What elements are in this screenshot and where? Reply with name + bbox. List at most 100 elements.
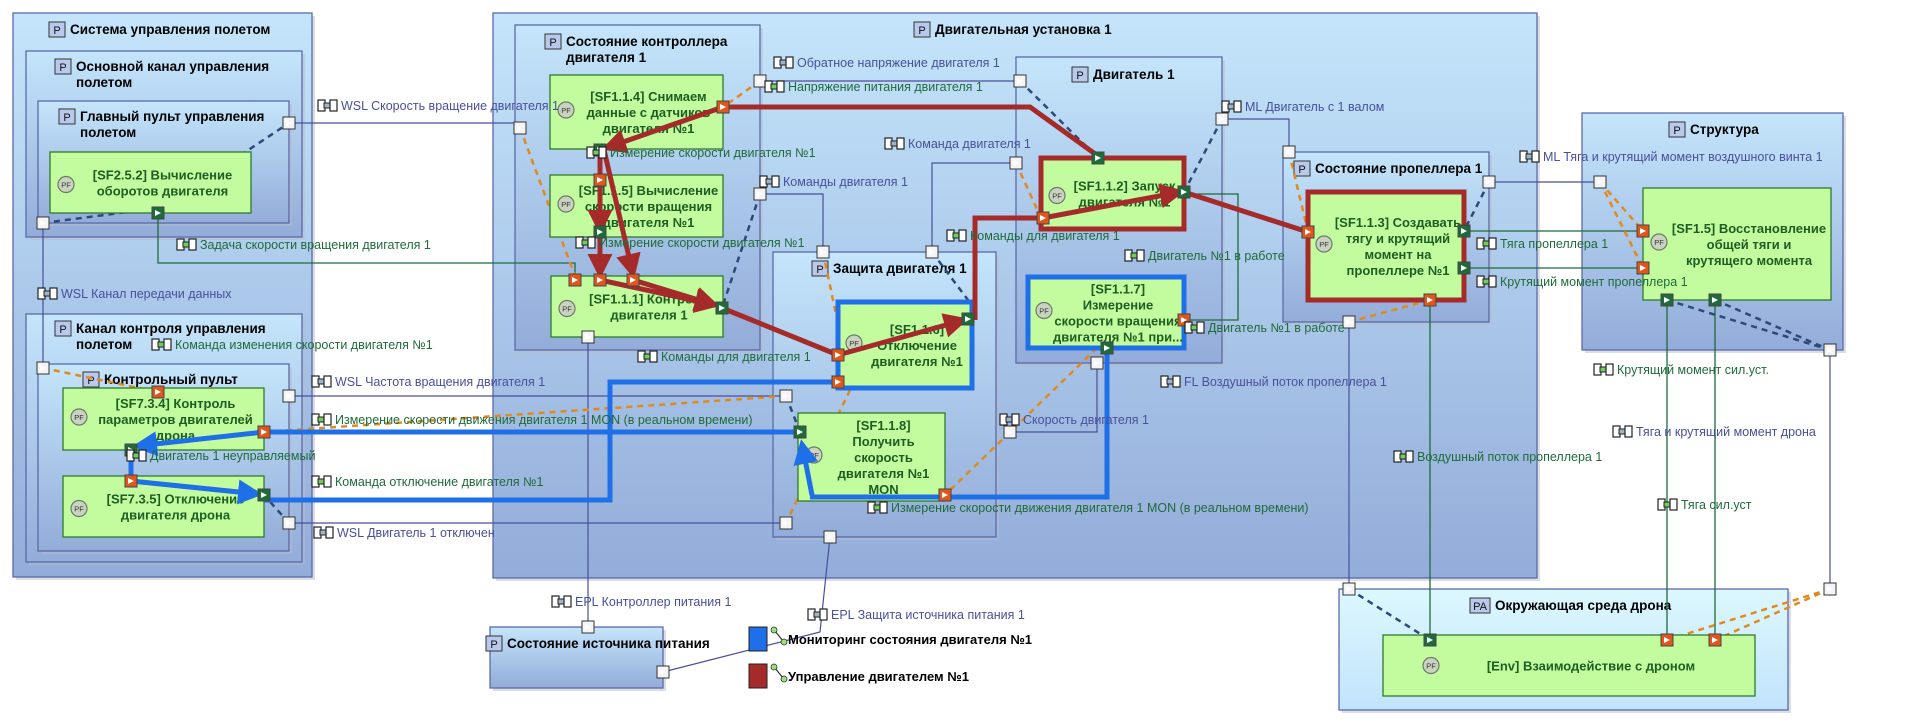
function-port[interactable] <box>257 425 271 439</box>
function-port[interactable] <box>593 273 607 287</box>
component-port[interactable] <box>1090 356 1104 370</box>
control-path-line[interactable] <box>1042 183 1185 221</box>
monitoring-path-line[interactable] <box>132 429 265 457</box>
component-exchange-label[interactable]: EPL Защита источника питания 1 <box>807 608 1025 622</box>
function-port[interactable] <box>1457 224 1471 238</box>
component-exchange-label[interactable]: WSL Канал передачи данных <box>37 287 232 301</box>
component-port[interactable] <box>779 389 793 403</box>
control-path-line[interactable] <box>601 149 641 279</box>
function-port[interactable] <box>1708 633 1722 647</box>
control-path-line[interactable] <box>1183 189 1309 235</box>
functional-exchange-label[interactable]: Крутящий момент пропеллера 1 <box>1476 275 1688 289</box>
component-exchange-label[interactable]: Тяга и крутящий момент дрона <box>1612 425 1816 439</box>
function-port[interactable] <box>568 273 582 287</box>
allocation-dashed-line[interactable] <box>1348 587 1431 642</box>
monitoring-path-line[interactable] <box>953 348 1110 500</box>
functional-exchange-label[interactable]: Двигатель 1 неуправляемый <box>126 449 315 463</box>
control-path-line[interactable] <box>721 305 839 358</box>
component-port[interactable] <box>1482 175 1496 189</box>
function-port[interactable] <box>1660 293 1674 307</box>
connection-line[interactable] <box>1184 193 1239 321</box>
connection-line[interactable] <box>662 536 831 673</box>
allocation-dashed-line[interactable] <box>42 366 159 394</box>
component-port[interactable] <box>36 216 50 230</box>
function-port[interactable] <box>1660 633 1674 647</box>
connection-line[interactable] <box>1222 118 1290 152</box>
component-port[interactable] <box>1215 112 1229 126</box>
allocation-dashed-line[interactable] <box>1348 298 1431 324</box>
allocation-dashed-line[interactable] <box>1714 587 1831 642</box>
component-port[interactable] <box>1593 175 1607 189</box>
connection-line[interactable] <box>931 162 1016 252</box>
function-port[interactable] <box>793 425 807 439</box>
functional-exchange-label[interactable]: Измерение скорости движения двигателя 1 … <box>867 501 1309 515</box>
component-port[interactable] <box>823 530 837 544</box>
component-exchange-label[interactable]: Обратное напряжение двигателя 1 <box>773 56 1000 70</box>
function-port[interactable] <box>1457 261 1471 275</box>
component-port[interactable] <box>925 245 939 259</box>
allocation-dashed-line[interactable] <box>721 193 762 306</box>
component-exchange-label[interactable]: FL Воздушный поток пропеллера 1 <box>1160 375 1387 389</box>
allocation-dashed-line[interactable] <box>944 347 1098 496</box>
component-port[interactable] <box>1342 582 1356 596</box>
function-port[interactable] <box>1100 341 1114 355</box>
function-port[interactable] <box>1423 633 1437 647</box>
functional-exchange-label[interactable]: Команда изменения скорости двигателя №1 <box>151 338 433 352</box>
component-port[interactable] <box>36 361 50 375</box>
component-exchange-label[interactable]: WSL Скорость вращение двигателя 1 <box>317 99 559 113</box>
component-port[interactable] <box>1013 74 1027 88</box>
component-exchange-label[interactable]: EPL Контроллер питания 1 <box>551 595 732 609</box>
function-port[interactable] <box>593 173 607 187</box>
allocation-dashed-line[interactable] <box>1714 298 1831 352</box>
functional-exchange-label[interactable]: Задача скорости вращения двигателя 1 <box>176 238 431 252</box>
component-exchange-label[interactable]: WSL Частота вращения двигателя 1 <box>311 375 545 389</box>
function-port[interactable] <box>831 375 845 389</box>
component-exchange-label[interactable]: Команды двигателя 1 <box>759 175 908 189</box>
component-port[interactable] <box>581 620 595 634</box>
functional-exchange-label[interactable]: Измерение скорости движения двигателя 1 … <box>311 413 753 427</box>
component-port[interactable] <box>1342 315 1356 329</box>
component-port[interactable] <box>656 665 670 679</box>
allocation-dashed-line[interactable] <box>1287 151 1310 233</box>
monitoring-path-line[interactable] <box>264 379 838 503</box>
function-port[interactable] <box>1636 224 1650 238</box>
control-path-line[interactable] <box>972 215 1043 320</box>
function-port[interactable] <box>1636 261 1650 275</box>
control-path-line[interactable] <box>837 313 969 358</box>
functional-exchange-label[interactable]: Тяга пропеллера 1 <box>1476 237 1608 251</box>
monitoring-path-line[interactable] <box>793 439 819 496</box>
component-port[interactable] <box>282 116 296 130</box>
function-port[interactable] <box>938 488 952 502</box>
function-port[interactable] <box>1091 151 1105 165</box>
functional-exchange-label[interactable]: Команды для двигателя 1 <box>637 350 811 364</box>
function-port[interactable] <box>1708 293 1722 307</box>
allocation-dashed-line[interactable] <box>784 389 852 524</box>
functional-exchange-label[interactable]: Воздушный поток пропеллера 1 <box>1393 450 1602 464</box>
functional-exchange-label[interactable]: Команда отключение двигателя №1 <box>311 475 544 489</box>
function-port[interactable] <box>716 100 730 114</box>
functional-exchange-label[interactable]: Измерение скорости двигателя №1 <box>586 146 816 160</box>
function-port[interactable] <box>151 385 165 399</box>
component-port[interactable] <box>816 245 830 259</box>
component-port[interactable] <box>282 389 296 403</box>
functional-exchange-label[interactable]: Двигатель №1 в работе <box>1184 321 1345 335</box>
component-port[interactable] <box>1823 343 1837 357</box>
component-port[interactable] <box>1823 582 1837 596</box>
component-exchange-label[interactable]: Скорость двигателя 1 <box>999 413 1149 427</box>
component-exchange-label[interactable]: Команда двигателя 1 <box>884 137 1031 151</box>
function-port[interactable] <box>1177 185 1191 199</box>
allocation-dashed-line[interactable] <box>1462 181 1491 232</box>
component-port[interactable] <box>513 121 527 135</box>
function-port[interactable] <box>831 348 845 362</box>
allocation-dashed-line[interactable] <box>1598 181 1645 269</box>
function-port[interactable] <box>1036 211 1050 225</box>
monitoring-path-line[interactable] <box>130 478 263 505</box>
function-port[interactable] <box>626 273 640 287</box>
